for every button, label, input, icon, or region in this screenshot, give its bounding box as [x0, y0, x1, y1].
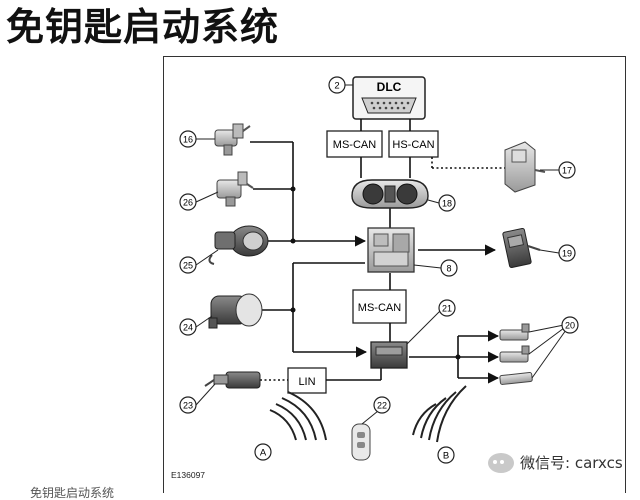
- component-16-sensor: [214, 123, 251, 156]
- watermark-text: 微信号: carxcs: [520, 454, 623, 472]
- callout-22: 22: [373, 396, 391, 414]
- svg-text:24: 24: [183, 323, 193, 333]
- callout-26: 26: [179, 193, 197, 211]
- component-26-sensor: [216, 171, 254, 207]
- dlc-label: DLC: [377, 80, 402, 94]
- svg-text:16: 16: [183, 135, 193, 145]
- callout-2: 2: [328, 76, 346, 94]
- bottom-caption: 免钥匙启动系统: [30, 486, 115, 500]
- ms-can-mid-label: MS-CAN: [358, 302, 401, 314]
- callout-21: 21: [438, 299, 456, 317]
- svg-text:20: 20: [565, 321, 575, 331]
- callout-24: 24: [179, 318, 197, 336]
- hs-can-box: HS-CAN: [388, 130, 439, 158]
- watermark: 微信号: carxcs: [488, 452, 623, 473]
- svg-text:25: 25: [183, 261, 193, 271]
- callout-23: 23: [179, 396, 197, 414]
- lin-box: LIN: [287, 367, 327, 394]
- wechat-icon: [488, 452, 514, 473]
- component-8-control-module: [367, 227, 415, 273]
- component-24-push-button: [208, 293, 263, 329]
- svg-text:2: 2: [334, 81, 339, 92]
- callout-25: 25: [179, 256, 197, 274]
- radio-waves-left: [269, 391, 327, 441]
- callout-16: 16: [179, 130, 197, 148]
- svg-text:23: 23: [183, 401, 193, 411]
- svg-text:17: 17: [562, 166, 572, 176]
- svg-text:21: 21: [442, 304, 452, 314]
- component-17-module: [504, 141, 546, 193]
- lin-label: LIN: [298, 376, 315, 388]
- component-25-start-switch: [208, 225, 269, 265]
- callout-19: 19: [558, 244, 576, 262]
- component-19-actuator: [502, 227, 541, 269]
- svg-text:A: A: [260, 448, 267, 459]
- hs-can-label: HS-CAN: [392, 139, 434, 151]
- component-18-instrument-cluster: [351, 179, 429, 209]
- component-22-key-fob: [351, 423, 371, 461]
- figure-id: E136097: [171, 470, 205, 480]
- connection-lines: [250, 119, 500, 384]
- ms-can-box-mid: MS-CAN: [352, 289, 407, 324]
- zone-marker-a: A: [254, 443, 272, 461]
- ms-can-box-top: MS-CAN: [326, 130, 383, 158]
- svg-text:8: 8: [446, 264, 451, 274]
- dashed-lines: [260, 157, 505, 381]
- component-23-module: [204, 371, 261, 389]
- svg-text:19: 19: [562, 249, 572, 259]
- callout-20: 20: [561, 316, 579, 334]
- component-21-module: [370, 341, 408, 369]
- page-title: 免钥匙启动系统: [6, 5, 280, 49]
- callout-18: 18: [438, 194, 456, 212]
- diagram-frame: [163, 56, 626, 493]
- svg-text:22: 22: [377, 401, 387, 411]
- callout-8: 8: [440, 259, 458, 277]
- svg-text:18: 18: [442, 199, 452, 209]
- callout-17: 17: [558, 161, 576, 179]
- zone-marker-b: B: [437, 446, 455, 464]
- leader-lines: [195, 84, 567, 425]
- dlc-connector: DLC: [352, 76, 426, 120]
- svg-text:B: B: [443, 451, 449, 462]
- ms-can-top-label: MS-CAN: [333, 139, 376, 151]
- component-20-antennas: [499, 323, 533, 385]
- junction-dots: [290, 186, 461, 360]
- radio-waves-right: [412, 385, 467, 443]
- svg-text:26: 26: [183, 198, 193, 208]
